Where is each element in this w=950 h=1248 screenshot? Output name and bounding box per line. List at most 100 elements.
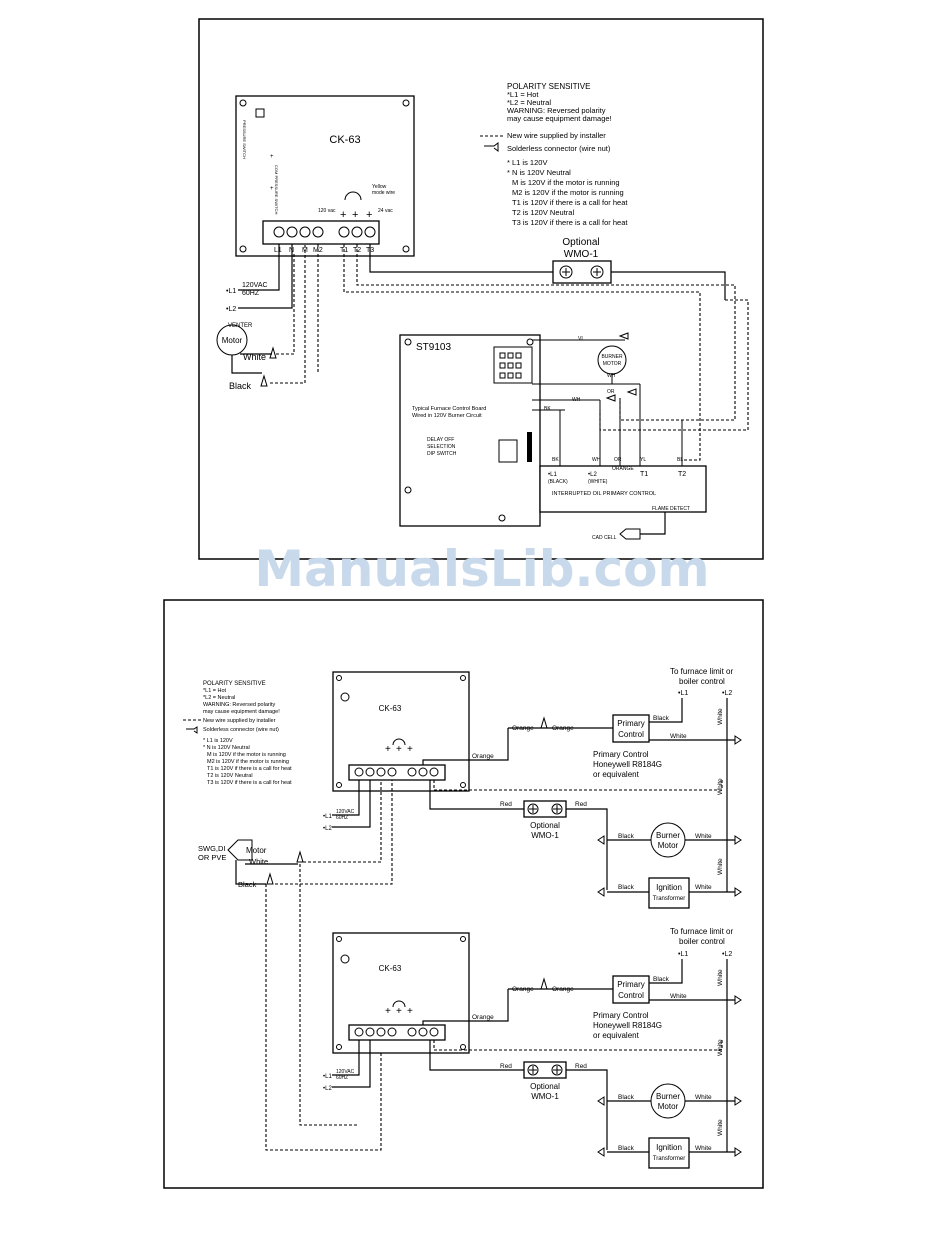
burner-motor-icon-b bbox=[650, 1083, 686, 1119]
svg-text:or equivalent: or equivalent bbox=[593, 770, 640, 779]
svg-text:FLAME DETECT: FLAME DETECT bbox=[652, 506, 690, 512]
svg-text:Primary Control: Primary Control bbox=[593, 1011, 649, 1020]
svg-text:WMO-1: WMO-1 bbox=[531, 1092, 559, 1101]
svg-text:White: White bbox=[243, 352, 266, 362]
svg-text:BL: BL bbox=[677, 457, 683, 463]
svg-text:Black: Black bbox=[653, 715, 670, 722]
watermark: ManualsLib.com bbox=[254, 540, 709, 598]
svg-text:Control: Control bbox=[618, 991, 644, 1000]
svg-text:*L2 = Neutral: *L2 = Neutral bbox=[203, 695, 235, 701]
svg-text:WMO-1: WMO-1 bbox=[564, 249, 599, 260]
svg-text:Orange: Orange bbox=[472, 1014, 494, 1021]
panel-bottom-frame bbox=[163, 599, 764, 1189]
svg-text:CAD CELL: CAD CELL bbox=[592, 535, 617, 541]
panel-top: CK-63 + + PRESSURE SWITCH COM PRESSURE S… bbox=[198, 18, 764, 560]
svg-text:Primary: Primary bbox=[617, 980, 645, 989]
svg-text:White: White bbox=[717, 858, 724, 875]
burner-motor-icon-top bbox=[597, 345, 627, 375]
svg-text:+: + bbox=[396, 744, 402, 755]
svg-text:Honeywell R8184G: Honeywell R8184G bbox=[593, 760, 662, 769]
svg-text:ORANGE: ORANGE bbox=[612, 466, 634, 472]
svg-text:•L1: •L1 bbox=[323, 814, 332, 820]
svg-text:VENTER: VENTER bbox=[228, 323, 253, 329]
svg-text:White: White bbox=[717, 969, 724, 986]
svg-text:T1: T1 bbox=[640, 471, 648, 478]
svg-text:120VAC: 120VAC bbox=[336, 809, 355, 815]
svg-text:White: White bbox=[717, 778, 724, 795]
svg-text:boiler control: boiler control bbox=[679, 937, 725, 946]
svg-text:* L1 is 120V: * L1 is 120V bbox=[507, 158, 547, 167]
svg-text:M2 is 120V if the motor is run: M2 is 120V if the motor is running bbox=[207, 759, 289, 765]
svg-text:Red: Red bbox=[575, 801, 587, 808]
svg-text:Burner: Burner bbox=[656, 831, 680, 840]
svg-text:* N is 120V Neutral: * N is 120V Neutral bbox=[507, 168, 571, 177]
svg-text:+: + bbox=[270, 154, 274, 160]
svg-text:Transformer: Transformer bbox=[653, 1156, 685, 1162]
svg-text:M2 is 120V if the motor is run: M2 is 120V if the motor is running bbox=[512, 188, 624, 197]
svg-text:DIP SWITCH: DIP SWITCH bbox=[427, 451, 457, 457]
svg-text:•L2: •L2 bbox=[722, 690, 732, 697]
svg-text:To furnace limit or: To furnace limit or bbox=[670, 667, 733, 676]
svg-text:CK-63: CK-63 bbox=[379, 704, 402, 713]
svg-text:Ignition: Ignition bbox=[656, 883, 682, 892]
svg-text:120VAC: 120VAC bbox=[242, 282, 268, 289]
svg-text:+: + bbox=[385, 1006, 391, 1017]
svg-text:White: White bbox=[670, 993, 687, 1000]
svg-text:Black: Black bbox=[618, 833, 635, 840]
svg-text:Black: Black bbox=[229, 381, 252, 391]
svg-text:•L2: •L2 bbox=[588, 472, 597, 478]
svg-text:Transformer: Transformer bbox=[653, 896, 685, 902]
svg-text:120 vac: 120 vac bbox=[318, 208, 336, 214]
svg-text:Motor: Motor bbox=[658, 841, 679, 850]
svg-text:+: + bbox=[385, 744, 391, 755]
svg-text:Honeywell R8184G: Honeywell R8184G bbox=[593, 1021, 662, 1030]
svg-text:•L1: •L1 bbox=[226, 288, 236, 295]
svg-text:24 vac: 24 vac bbox=[378, 208, 393, 214]
svg-text:+: + bbox=[270, 186, 274, 192]
side-label-1: PRESSURE SWITCH bbox=[242, 120, 247, 159]
svg-text:Solderless connector (wire nut: Solderless connector (wire nut) bbox=[507, 144, 611, 153]
svg-text:*L1 = Hot: *L1 = Hot bbox=[507, 90, 539, 99]
svg-text:T2 is 120V Neutral: T2 is 120V Neutral bbox=[207, 773, 253, 779]
svg-text:Primary: Primary bbox=[617, 719, 645, 728]
svg-text:Yellow: Yellow bbox=[372, 184, 387, 190]
wire-nut-icon bbox=[484, 142, 499, 152]
svg-text:BK: BK bbox=[544, 406, 551, 412]
svg-text:L1: L1 bbox=[274, 247, 282, 254]
svg-text:BURNER: BURNER bbox=[601, 354, 623, 360]
svg-text:White: White bbox=[695, 1094, 712, 1101]
svg-text:OR: OR bbox=[614, 457, 622, 463]
svg-text:SWG,DI: SWG,DI bbox=[198, 844, 226, 853]
svg-text:White: White bbox=[249, 857, 268, 866]
svg-text:Burner: Burner bbox=[656, 1092, 680, 1101]
svg-text:•L1: •L1 bbox=[678, 951, 688, 958]
primary-control-box-a bbox=[612, 714, 650, 743]
svg-text:Motor: Motor bbox=[246, 846, 267, 855]
wire-nut-1 bbox=[269, 346, 277, 359]
svg-text:White: White bbox=[695, 1145, 712, 1152]
svg-text:POLARITY SENSITIVE: POLARITY SENSITIVE bbox=[203, 681, 266, 687]
svg-text:Red: Red bbox=[575, 1063, 587, 1070]
svg-text:(BLACK): (BLACK) bbox=[548, 479, 568, 485]
svg-text:•L2: •L2 bbox=[323, 826, 332, 832]
svg-text:Motor: Motor bbox=[658, 1102, 679, 1111]
svg-text:60HZ: 60HZ bbox=[242, 290, 260, 297]
cad-cell-icon bbox=[619, 528, 641, 540]
svg-text:OR: OR bbox=[607, 389, 615, 395]
svg-text:•L1: •L1 bbox=[323, 1074, 332, 1080]
ck63-label-top: CK-63 bbox=[329, 134, 360, 146]
svg-text:New wire supplied by installer: New wire supplied by installer bbox=[507, 131, 606, 140]
svg-text:•L2: •L2 bbox=[323, 1086, 332, 1092]
svg-text:•L2: •L2 bbox=[226, 306, 236, 313]
svg-text:+: + bbox=[407, 1006, 413, 1017]
svg-text:White: White bbox=[670, 733, 687, 740]
pressure-switch-icon-a bbox=[340, 692, 350, 702]
svg-text:60HZ: 60HZ bbox=[336, 1075, 348, 1081]
connector-block bbox=[493, 346, 533, 384]
svg-text:Optional: Optional bbox=[530, 821, 560, 830]
pressure-switch-icon-b bbox=[340, 954, 350, 964]
svg-text:Black: Black bbox=[653, 976, 670, 983]
svg-text:White: White bbox=[717, 708, 724, 725]
svg-text:New wire supplied by installer: New wire supplied by installer bbox=[203, 718, 276, 724]
svg-text:+: + bbox=[396, 1006, 402, 1017]
